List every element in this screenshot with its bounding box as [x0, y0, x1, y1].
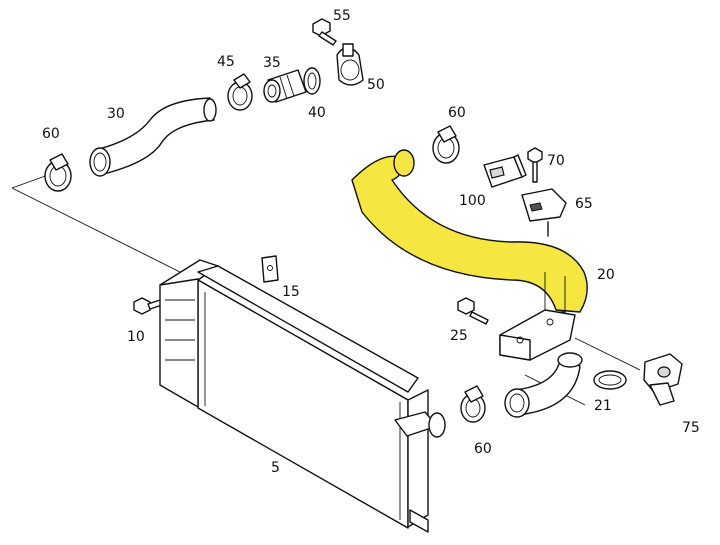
- intercooler-5: [159, 259, 446, 533]
- label-60-left: 60: [42, 126, 60, 142]
- sensor-100: [483, 154, 527, 188]
- label-30: 30: [107, 106, 125, 122]
- clamp-50: [336, 43, 364, 86]
- label-25: 25: [450, 328, 468, 344]
- label-5: 5: [271, 460, 280, 476]
- label-60-bottom: 60: [474, 441, 492, 457]
- oring-40: [303, 67, 321, 95]
- sensor-65: [521, 188, 567, 237]
- hose-30: [89, 97, 217, 177]
- clamp-60-left: [44, 153, 72, 192]
- elbow-pipe: [504, 352, 583, 418]
- label-40: 40: [308, 105, 326, 121]
- label-50: 50: [367, 77, 385, 93]
- clamp-60-top: [432, 125, 460, 164]
- label-70: 70: [547, 153, 565, 169]
- leader-line-75: [574, 337, 641, 371]
- clip-15: [261, 255, 279, 283]
- bolt-70: [527, 147, 543, 183]
- leader-line-intercooler: [11, 187, 201, 283]
- bracket: [499, 309, 576, 361]
- label-100: 100: [459, 193, 486, 209]
- bolt-25: [457, 297, 489, 325]
- label-10: 10: [127, 329, 145, 345]
- label-20: 20: [597, 267, 615, 283]
- hose-20-highlighted: [351, 149, 588, 313]
- valve-75: [643, 353, 683, 406]
- connector-35: [263, 69, 307, 103]
- label-15: 15: [282, 284, 300, 300]
- clamp-60-bottom: [460, 385, 486, 423]
- bolt-10: [133, 297, 163, 315]
- label-55: 55: [333, 8, 351, 24]
- clamp-45: [227, 73, 253, 111]
- leader-line-60-left: [11, 174, 49, 189]
- label-65: 65: [575, 196, 593, 212]
- oring-21: [593, 370, 627, 390]
- label-21: 21: [594, 398, 612, 414]
- label-60-top: 60: [448, 105, 466, 121]
- label-35: 35: [263, 55, 281, 71]
- label-75: 75: [682, 420, 700, 436]
- bolt-55: [312, 18, 337, 46]
- label-45: 45: [217, 54, 235, 70]
